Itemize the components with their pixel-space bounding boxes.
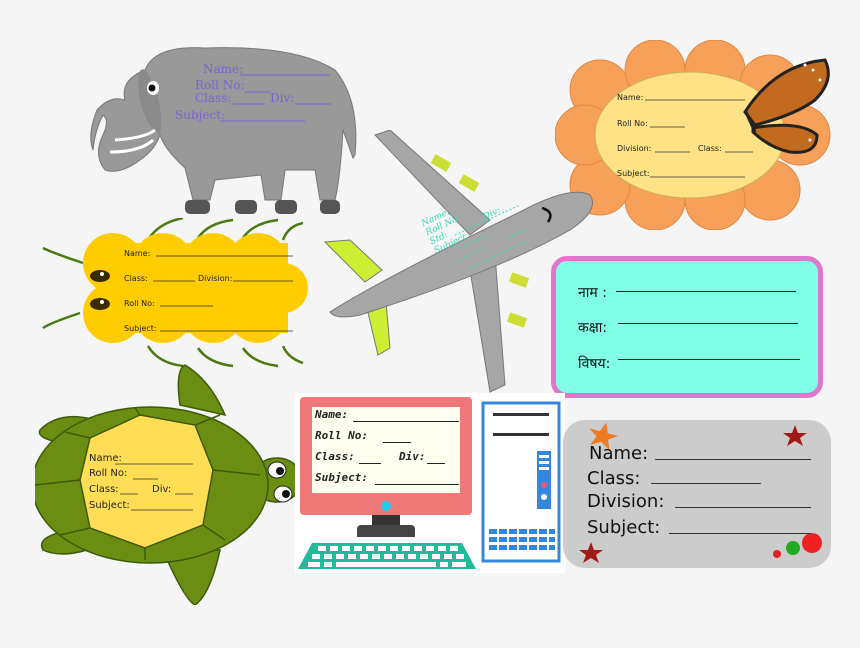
elephant-class-label: Class: [195,91,232,105]
elephant-name-label: Name: [203,62,244,76]
flower-division-label: Division: [617,144,652,153]
elephant-roll-label: Roll No: [195,78,245,92]
hindi-label: नाम : कक्षा: विषय: [551,256,823,398]
hindi-class-label: कक्षा: [578,320,608,336]
elephant-div-label: Div: [270,91,295,105]
flower-name-label: Name: [617,93,644,102]
computer-subject-label: Subject: [315,471,368,484]
caterpillar-class-label: Class: [124,274,148,283]
caterpillar-roll-label: Roll No: [124,299,155,308]
caterpillar-subject-label: Subject: [124,324,157,333]
cpu-tower-icon [481,401,561,563]
grey-class-label: Class: [587,468,641,489]
hindi-subject-label: विषय: [578,356,611,372]
caterpillar-label: Name: Class: Division: Roll No: Subject: [38,218,313,368]
elephant-subject-label: Subject: [175,108,226,122]
caterpillar-division-label: Division: [198,274,233,283]
elephant-label: Name: Roll No: Class: Div: Subject: [85,40,360,220]
turtle-class-label: Class: [89,484,119,495]
airplane-icon [323,130,593,393]
elephant-icon [90,47,357,214]
computer-roll-label: Roll No: [315,429,368,442]
star-decorations [579,422,822,563]
flower-icon [555,40,831,230]
caterpillar-name-label: Name: [124,249,151,258]
keyboard-icon [298,543,476,569]
airplane-label: Name: Roll No: Std:Div: Subject: [320,130,600,395]
turtle-icon [35,364,303,605]
flower-label: Name: Roll No: Division: Class: Subject: [555,40,835,230]
computer-class-label: Class: [315,450,355,463]
flower-class-label: Class: [698,144,722,153]
caterpillar-icon [42,218,308,368]
grey-division-label: Division: [587,491,665,512]
flower-subject-label: Subject: [617,169,650,178]
turtle-subject-label: Subject: [89,500,130,511]
flower-roll-label: Roll No: [617,119,648,128]
turtle-name-label: Name: [89,453,122,464]
grey-subject-label: Subject: [587,517,661,538]
grey-label: Name: Class: Division: Subject: [563,420,831,568]
hindi-name-label: नाम : [578,285,607,301]
turtle-roll-label: Roll No: [89,468,128,479]
computer-name-label: Name: [315,408,349,421]
turtle-label: Name: Roll No: Class: Div: Subject: [35,360,305,605]
turtle-div-label: Div: [152,484,172,495]
grey-name-label: Name: [589,443,649,464]
computer-label: Name: Roll No: Class: Div: Subject: [295,393,565,573]
butterfly-icon [743,58,830,154]
computer-div-label: Div: [399,450,426,463]
